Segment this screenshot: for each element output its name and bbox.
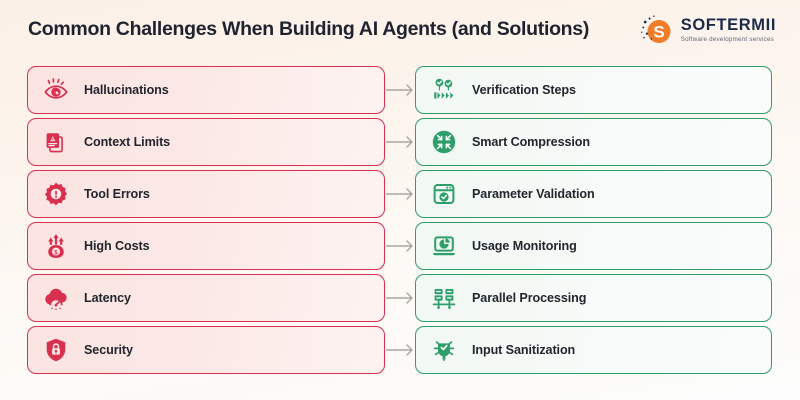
parallel-servers-icon [429,283,459,313]
problem-label: Hallucinations [84,83,169,97]
checkmark-pins-arrows-icon [429,75,459,105]
problems-column: Hallucinations Context Limits [27,66,385,374]
solutions-column: Verification Steps Smart Compression [415,66,772,374]
solution-card-smart-compression[interactable]: Smart Compression [415,118,772,166]
document-alert-icon [41,127,71,157]
problem-card-hallucinations[interactable]: Hallucinations [27,66,385,114]
cloud-speedometer-icon [41,283,71,313]
solution-card-input-sanitization[interactable]: Input Sanitization [415,326,772,374]
spiral-eye-icon [41,75,71,105]
solution-label: Verification Steps [472,83,576,97]
softermii-logo: S SOFTERMII Software development se [640,13,776,47]
laptop-pie-chart-icon [429,231,459,261]
shield-lock-icon [41,335,71,365]
problem-card-tool-errors[interactable]: Tool Errors [27,170,385,218]
solution-label: Smart Compression [472,135,590,149]
problem-card-latency[interactable]: Latency [27,274,385,322]
solution-label: Parallel Processing [472,291,587,305]
header: Common Challenges When Building AI Agent… [0,0,800,62]
bug-check-icon [429,335,459,365]
solution-card-verification-steps[interactable]: Verification Steps [415,66,772,114]
problem-card-high-costs[interactable]: $ High Costs [27,222,385,270]
cards-board: Hallucinations Context Limits [0,66,800,376]
page-title: Common Challenges When Building AI Agent… [28,18,590,40]
problem-label: Context Limits [84,135,171,149]
svg-text:S: S [653,23,664,42]
svg-text:$: $ [54,250,58,257]
problem-card-security[interactable]: Security [27,326,385,374]
problem-label: Latency [84,291,131,305]
compress-arrows-circle-icon [429,127,459,157]
logo-name: SOFTERMII [680,16,776,35]
solution-card-usage-monitoring[interactable]: Usage Monitoring [415,222,772,270]
solution-label: Parameter Validation [472,187,595,201]
problem-label: High Costs [84,239,150,253]
solution-card-parallel-processing[interactable]: Parallel Processing [415,274,772,322]
gear-alert-icon [41,179,71,209]
solution-card-parameter-validation[interactable]: Parameter Validation [415,170,772,218]
logo-text: SOFTERMII Software development services [681,17,776,43]
money-bag-rising-icon: $ [41,231,71,261]
browser-check-icon [429,179,459,209]
logo-mark-icon: S [640,13,674,47]
logo-tagline: Software development services [680,35,774,43]
solution-label: Input Sanitization [472,343,576,357]
solution-label: Usage Monitoring [472,239,577,253]
problem-card-context-limits[interactable]: Context Limits [27,118,385,166]
problem-label: Security [84,343,133,357]
problem-label: Tool Errors [84,187,150,201]
